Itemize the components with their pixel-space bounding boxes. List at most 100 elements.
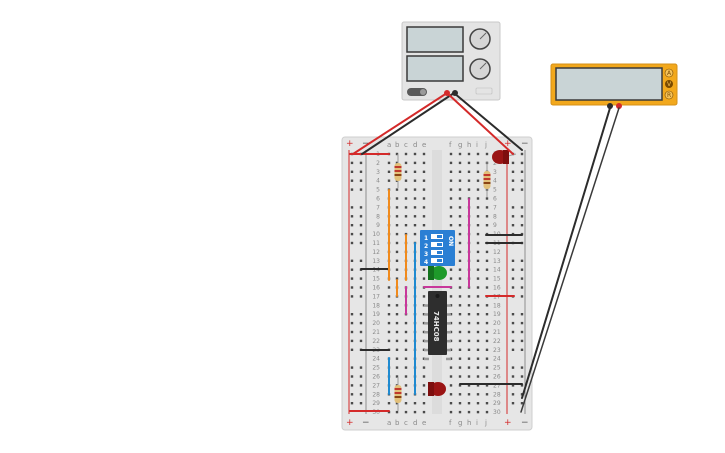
breadboard-hole[interactable] xyxy=(387,339,391,343)
breadboard-hole[interactable] xyxy=(458,295,462,298)
breadboard-hole[interactable] xyxy=(485,313,489,316)
breadboard-hole[interactable] xyxy=(395,215,399,218)
breadboard-hole[interactable] xyxy=(485,206,489,209)
breadboard-hole[interactable] xyxy=(476,259,480,262)
wire-meter-black-probe[interactable] xyxy=(521,107,611,399)
breadboard-hole[interactable] xyxy=(395,339,399,343)
rail-hole[interactable] xyxy=(520,313,524,316)
breadboard-hole[interactable] xyxy=(449,179,453,182)
breadboard-hole[interactable] xyxy=(485,384,489,387)
rail-hole[interactable] xyxy=(359,241,363,245)
breadboard-hole[interactable] xyxy=(485,268,489,271)
breadboard-hole[interactable] xyxy=(449,295,453,298)
rail-hole[interactable] xyxy=(520,152,524,156)
rail-hole[interactable] xyxy=(350,161,354,165)
breadboard-hole[interactable] xyxy=(395,188,399,191)
rail-hole[interactable] xyxy=(359,393,363,396)
breadboard-hole[interactable] xyxy=(449,161,453,165)
resistor-top-left[interactable] xyxy=(394,154,402,188)
breadboard-hole[interactable] xyxy=(476,224,480,227)
breadboard-hole[interactable] xyxy=(485,402,489,405)
breadboard-hole[interactable] xyxy=(387,304,391,307)
breadboard-hole[interactable] xyxy=(485,286,489,289)
rail-hole[interactable] xyxy=(520,188,524,191)
breadboard-hole[interactable] xyxy=(458,348,462,351)
rail-hole[interactable] xyxy=(520,161,524,165)
breadboard-hole[interactable] xyxy=(404,330,408,334)
breadboard-hole[interactable] xyxy=(404,215,408,218)
rail-hole[interactable] xyxy=(350,188,354,191)
breadboard-hole[interactable] xyxy=(476,161,480,165)
rail-hole[interactable] xyxy=(520,393,524,396)
multimeter-probe-black-terminal[interactable] xyxy=(607,103,613,109)
breadboard-hole[interactable] xyxy=(404,197,408,200)
rail-hole[interactable] xyxy=(520,179,524,182)
breadboard-hole[interactable] xyxy=(467,179,471,182)
rail-hole[interactable] xyxy=(520,277,524,280)
rail-hole[interactable] xyxy=(511,268,515,271)
resistor-top-right[interactable] xyxy=(483,162,491,197)
rail-hole[interactable] xyxy=(359,277,363,280)
breadboard-hole[interactable] xyxy=(449,215,453,218)
rail-hole[interactable] xyxy=(350,179,354,182)
breadboard-hole[interactable] xyxy=(458,250,462,254)
rail-hole[interactable] xyxy=(350,393,354,396)
dip-switch[interactable]: ON 1 2 3 4 xyxy=(420,230,455,266)
rail-hole[interactable] xyxy=(520,224,524,227)
breadboard-hole[interactable] xyxy=(413,232,417,236)
breadboard-hole[interactable] xyxy=(404,339,408,343)
breadboard-hole[interactable] xyxy=(467,410,471,414)
wire-supply-black-to-right[interactable] xyxy=(453,92,523,151)
rail-hole[interactable] xyxy=(359,215,363,218)
breadboard-hole[interactable] xyxy=(395,250,399,254)
breadboard-hole[interactable] xyxy=(413,170,417,173)
breadboard-hole[interactable] xyxy=(467,152,471,156)
breadboard-hole[interactable] xyxy=(485,410,489,414)
wire-supply-black-to-rail[interactable] xyxy=(361,92,455,155)
multimeter-mode-r-button[interactable]: R xyxy=(664,90,674,100)
breadboard-hole[interactable] xyxy=(476,215,480,218)
rail-hole[interactable] xyxy=(520,330,524,334)
rail-hole[interactable] xyxy=(350,224,354,227)
breadboard-hole[interactable] xyxy=(413,215,417,218)
rail-hole[interactable] xyxy=(511,330,515,334)
breadboard-hole[interactable] xyxy=(458,152,462,156)
breadboard-hole[interactable] xyxy=(395,313,399,316)
breadboard-hole[interactable] xyxy=(395,224,399,227)
rail-hole[interactable] xyxy=(520,268,524,271)
breadboard-hole[interactable] xyxy=(449,375,453,378)
breadboard-hole[interactable] xyxy=(387,313,391,316)
breadboard-hole[interactable] xyxy=(458,384,462,387)
breadboard-hole[interactable] xyxy=(458,259,462,262)
wire-supply-red-to-right[interactable] xyxy=(446,92,514,155)
breadboard-hole[interactable] xyxy=(467,366,471,369)
breadboard-hole[interactable] xyxy=(387,295,391,298)
breadboard-hole[interactable] xyxy=(476,357,480,360)
rail-hole[interactable] xyxy=(520,366,524,369)
breadboard-hole[interactable] xyxy=(476,232,480,236)
breadboard-hole[interactable] xyxy=(467,339,471,343)
breadboard-hole[interactable] xyxy=(413,224,417,227)
rail-hole[interactable] xyxy=(359,384,363,387)
breadboard-hole[interactable] xyxy=(422,268,426,271)
breadboard-hole[interactable] xyxy=(458,366,462,369)
rail-hole[interactable] xyxy=(350,366,354,369)
rail-hole[interactable] xyxy=(511,375,515,378)
breadboard-hole[interactable] xyxy=(476,330,480,334)
breadboard-hole[interactable] xyxy=(404,384,408,387)
breadboard-hole[interactable] xyxy=(476,393,480,396)
breadboard-hole[interactable] xyxy=(485,348,489,351)
wire-supply-red-to-rail[interactable] xyxy=(352,92,448,155)
rail-hole[interactable] xyxy=(350,232,354,236)
rail-hole[interactable] xyxy=(520,339,524,343)
breadboard-hole[interactable] xyxy=(458,232,462,236)
breadboard-hole[interactable] xyxy=(449,152,453,156)
breadboard-hole[interactable] xyxy=(395,259,399,262)
rail-hole[interactable] xyxy=(359,259,363,262)
breadboard-hole[interactable] xyxy=(422,277,426,280)
rail-hole[interactable] xyxy=(350,330,354,334)
rail-hole[interactable] xyxy=(520,215,524,218)
rail-hole[interactable] xyxy=(511,402,515,405)
breadboard-hole[interactable] xyxy=(485,277,489,280)
breadboard-hole[interactable] xyxy=(395,268,399,271)
